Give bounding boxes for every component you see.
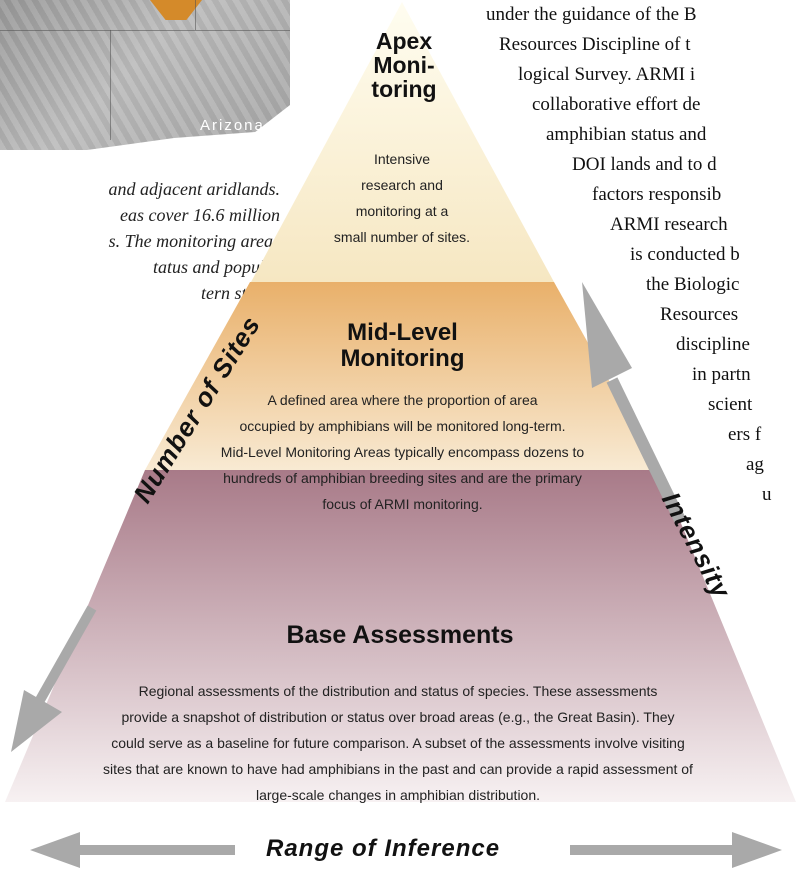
tier-apex [251, 2, 554, 282]
right-line: discipline [676, 334, 750, 355]
apex-title: Apex Moni- toring [371, 28, 437, 102]
right-line: logical Survey. ARMI i [518, 64, 696, 85]
right-line: ers f [728, 424, 762, 445]
apex-description: Intensive research and monitoring at a s… [333, 151, 471, 245]
map-label-arizona: Arizona [200, 117, 265, 134]
right-line: in partn [692, 364, 751, 385]
right-line: scient [708, 394, 753, 415]
right-line: ARMI research [610, 214, 728, 235]
left-paragraph: and adjacent aridlands. eas cover 16.6 m… [0, 176, 281, 306]
right-line: u [762, 484, 772, 505]
map-fragment [0, 0, 290, 150]
right-line: Resources [660, 304, 739, 325]
left-line: s. The monitoring areas [108, 231, 280, 251]
tier-mid [145, 282, 659, 470]
right-line: collaborative effort de [532, 94, 701, 115]
right-line: factors responsib [592, 184, 722, 205]
left-line: tatus and popula- [152, 257, 280, 277]
right-line: DOI lands and to d [572, 154, 717, 175]
right-line: amphibian status and [546, 124, 707, 145]
mid-title: Mid-Level Monitoring [340, 319, 465, 372]
left-line: and adjacent aridlands. [108, 179, 281, 199]
right-paragraph: under the guidance of the B Resources Di… [446, 0, 796, 510]
right-line: is conducted b [630, 244, 740, 265]
left-line: eas cover 16.6 million [120, 205, 280, 225]
tier-base [5, 470, 796, 802]
mid-description: A defined area where the proportion of a… [220, 392, 585, 512]
arrow-range-right [570, 832, 782, 868]
right-line: ag [746, 454, 764, 475]
arrow-range-left [30, 832, 235, 868]
arrow-number-of-sites [11, 605, 97, 752]
axis-label-range-of-inference: Range of Inference [266, 835, 501, 862]
base-title: Base Assessments [286, 621, 514, 649]
arrow-intensity [582, 282, 686, 523]
map-highlight [150, 0, 202, 20]
right-line: the Biologic [646, 274, 740, 295]
base-description: Regional assessments of the distribution… [103, 683, 693, 803]
right-line: Resources Discipline of t [499, 34, 691, 55]
right-line: under the guidance of the B [486, 4, 697, 25]
